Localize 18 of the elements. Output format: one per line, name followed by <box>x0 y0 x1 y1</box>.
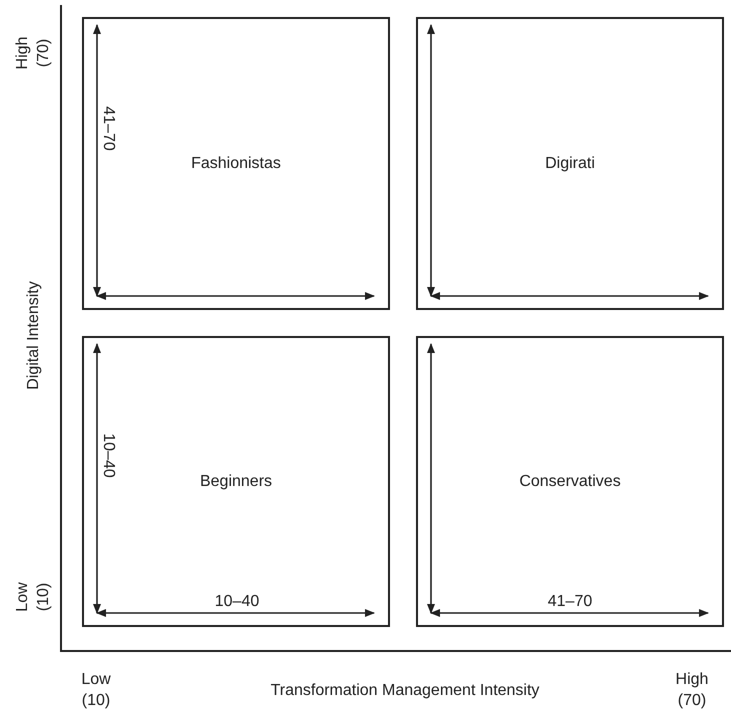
range-label: 41–70 <box>98 106 118 150</box>
axis-tick-label: High (70) <box>13 36 53 72</box>
quadrant-box <box>416 336 724 627</box>
quadrant-label: Fashionistas <box>191 154 281 172</box>
axis-tick-label: Low (10) <box>80 670 112 711</box>
quadrant-label: Conservatives <box>519 472 621 490</box>
axis-title: Digital Intensity <box>24 280 42 390</box>
axis-tick-label: High (70) <box>674 670 710 711</box>
quadrant-box <box>82 17 390 310</box>
axis-title: Transformation Management Intensity <box>270 680 540 700</box>
range-label: 10–40 <box>98 432 118 478</box>
axis-tick-label: Low (10) <box>13 581 53 614</box>
range-label: 10–40 <box>214 592 260 612</box>
quadrant-box <box>416 17 724 310</box>
quadrant-box <box>82 336 390 627</box>
range-label: 41–70 <box>548 592 592 612</box>
quadrant-label: Beginners <box>200 472 272 490</box>
quadrant-label: Digirati <box>545 154 595 172</box>
